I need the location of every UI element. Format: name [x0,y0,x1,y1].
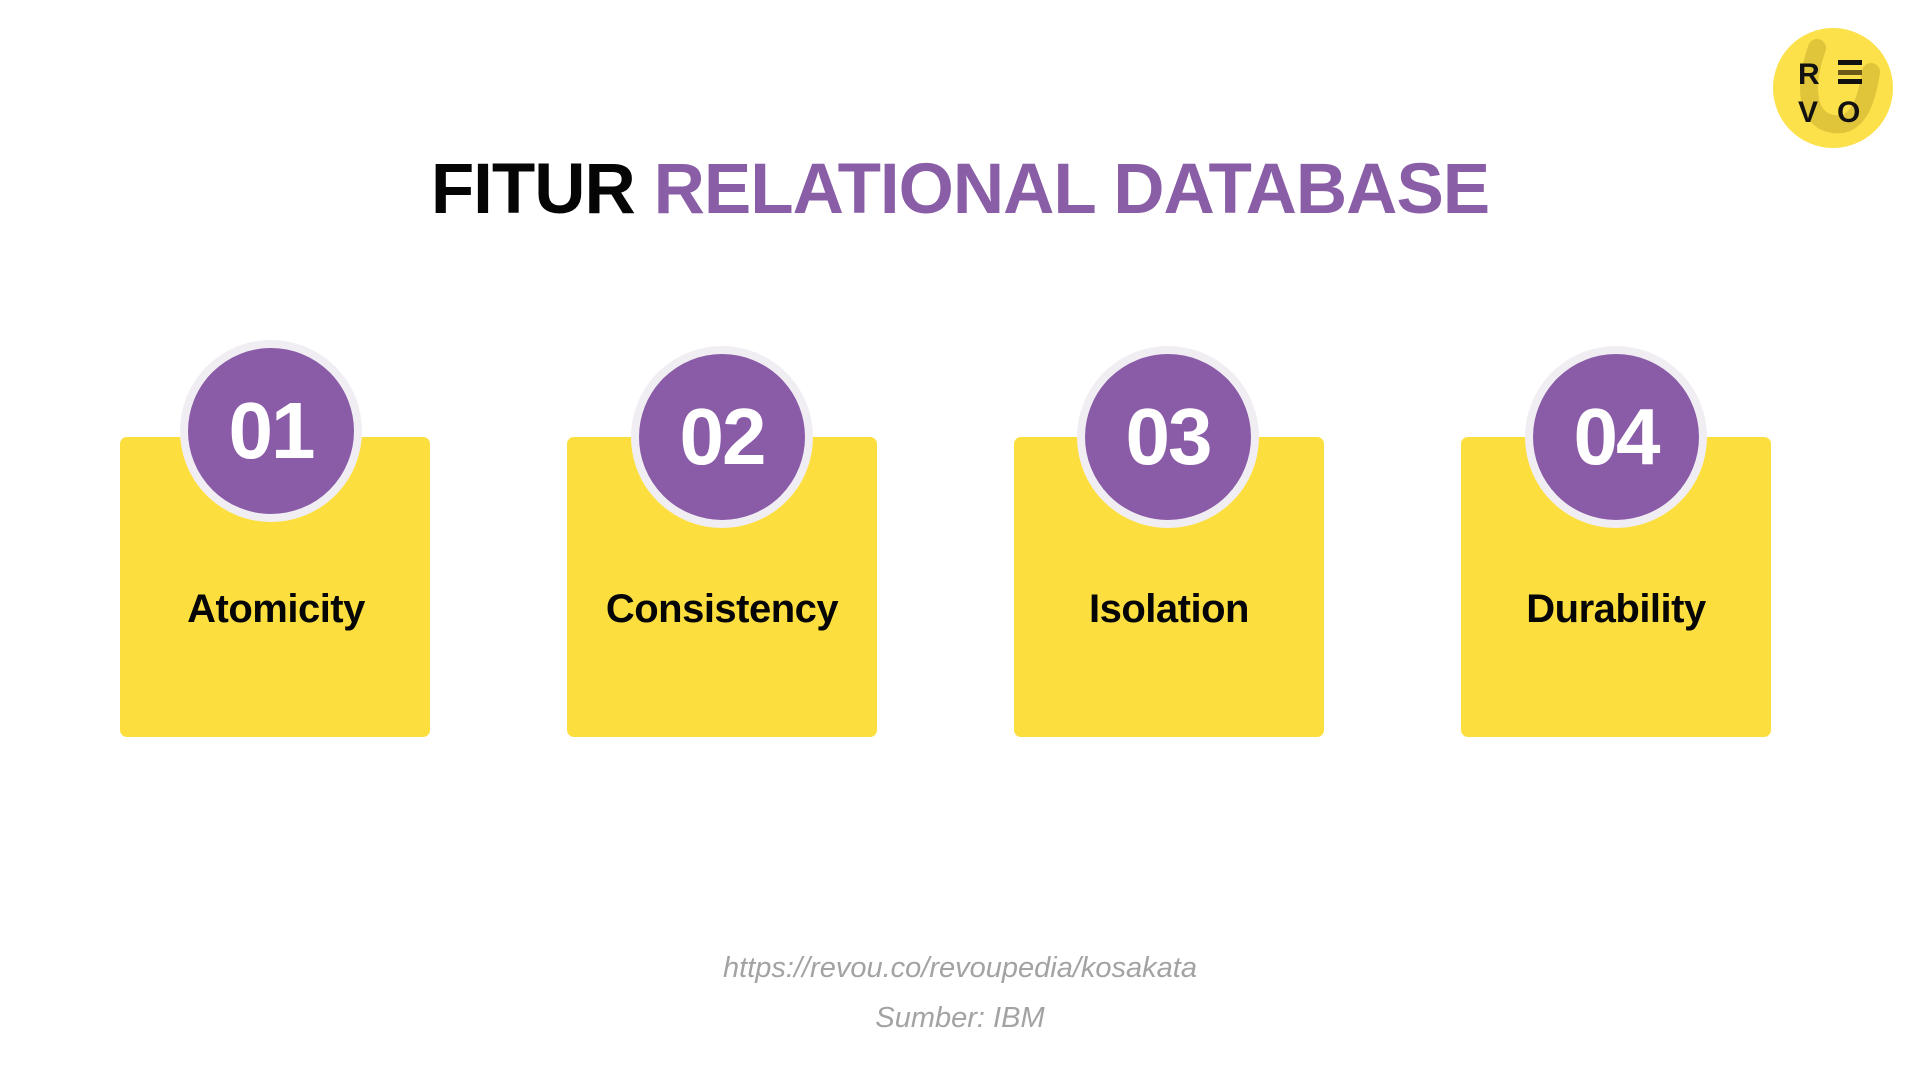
card-label-durability: Durability [1526,587,1706,631]
logo-letter-r: R [1798,58,1820,91]
logo-letter-v: V [1798,96,1818,129]
source-url: https://revou.co/revoupedia/kosakata [723,952,1197,984]
logo-letter-e [1838,60,1862,84]
card-label-atomicity: Atomicity [187,587,365,631]
number-badge-01: 01 [180,340,362,522]
logo-letter-o: O [1837,96,1860,129]
revou-logo-icon: R V O [1798,39,1880,134]
revou-logo: R V O [1773,28,1893,148]
source-credit: Sumber: IBM [875,1002,1045,1034]
title-part-fitur: FITUR [430,150,636,229]
title-part-relational-database: RELATIONAL DATABASE [653,150,1491,229]
card-label-consistency: Consistency [605,587,839,631]
number-badge-03: 03 [1077,346,1259,528]
card-label-isolation: Isolation [1089,587,1249,631]
number-badge-02: 02 [631,346,813,528]
number-badge-04: 04 [1525,346,1707,528]
page-title: FITUR RELATIONAL DATABASE [0,148,1920,232]
